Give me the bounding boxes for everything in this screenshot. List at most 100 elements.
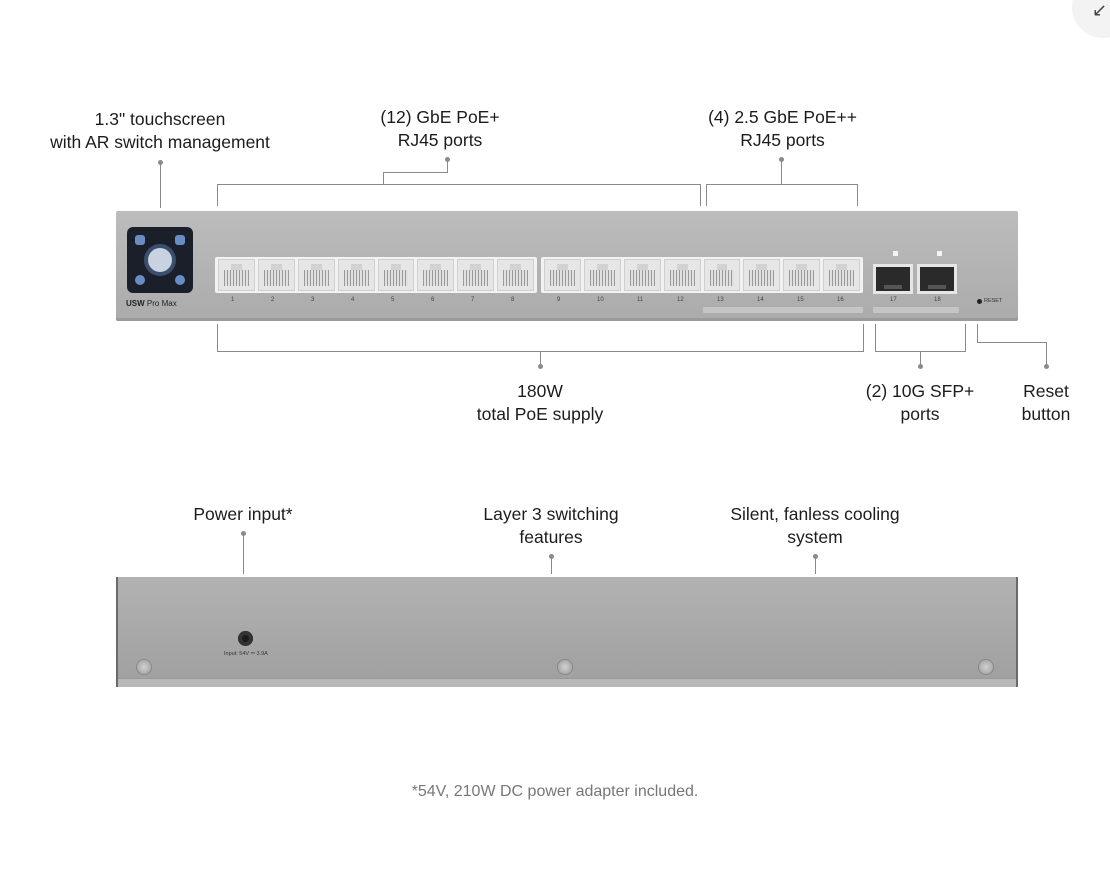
callout-dot-layer3 bbox=[549, 554, 554, 559]
rj45-port bbox=[297, 259, 335, 291]
callout-stem-poe-plus-plus bbox=[781, 160, 782, 184]
callout-stem-poe-supply bbox=[540, 351, 541, 365]
screen-device-icon bbox=[175, 235, 185, 245]
rj45-port bbox=[257, 259, 295, 291]
callout-dot-poe-plus-plus bbox=[779, 157, 784, 162]
label-layer3-line2: features bbox=[519, 527, 583, 547]
label-reset-line2: button bbox=[1021, 404, 1071, 424]
brand-model: Pro Max bbox=[146, 299, 177, 308]
label-cooling-line2: system bbox=[787, 527, 843, 547]
sfp-port bbox=[917, 264, 957, 294]
label-poe-plus-plus-line2: RJ45 ports bbox=[740, 130, 825, 150]
power-rating-label: Input: 54V ⎓ 3.9A bbox=[224, 651, 268, 657]
bracket-gbe-poe-right bbox=[700, 184, 701, 206]
callout-dot-poe-supply bbox=[538, 364, 543, 369]
callout-stem-gbe-poe bbox=[447, 160, 448, 172]
callout-stem-sfp bbox=[920, 351, 921, 365]
sfp-number: 17 bbox=[890, 297, 897, 303]
callout-link2-gbe-poe bbox=[383, 172, 384, 184]
label-gbe-poe-line2: RJ45 ports bbox=[397, 130, 483, 150]
sfp-led bbox=[937, 251, 942, 256]
port-number: 3 bbox=[311, 297, 315, 303]
port-number: 5 bbox=[391, 297, 395, 303]
rj45-port bbox=[497, 259, 534, 291]
bracket-sfp-left bbox=[875, 324, 876, 351]
screen-info-icon bbox=[135, 275, 145, 285]
bracket-poe-plus-plus bbox=[706, 184, 858, 185]
label-sfp-line1: (2) 10G SFP+ bbox=[865, 381, 975, 401]
label-cooling-line1: Silent, fanless cooling bbox=[730, 504, 900, 524]
sfp-number: 18 bbox=[934, 297, 941, 303]
collapse-arrow-icon: ↙ bbox=[1092, 0, 1108, 20]
callout-dot-gbe-poe bbox=[445, 157, 450, 162]
label-reset-line1: Reset bbox=[1023, 381, 1069, 401]
callout-dot-touchscreen bbox=[158, 160, 163, 165]
label-power-input-line1: Power input* bbox=[193, 504, 293, 524]
callout-dot-sfp bbox=[918, 364, 923, 369]
callout-reset-drop bbox=[977, 324, 978, 342]
bracket-poe-plus-plus-right bbox=[857, 184, 858, 206]
screen-center-icon bbox=[148, 248, 172, 272]
label-poe-supply-line2: total PoE supply bbox=[476, 404, 604, 424]
port-number: 7 bbox=[471, 297, 475, 303]
bracket-sfp-right bbox=[965, 324, 966, 351]
label-touchscreen-line1: 1.3" touchscreen bbox=[94, 109, 226, 129]
callout-line-cooling bbox=[815, 557, 816, 574]
port-number: 10 bbox=[597, 297, 604, 303]
rj45-port bbox=[457, 259, 495, 291]
label-layer3: Layer 3 switching features bbox=[451, 503, 651, 549]
port-number: 12 bbox=[677, 297, 684, 303]
rj45-port bbox=[583, 259, 621, 291]
bracket-gbe-poe bbox=[217, 184, 701, 185]
port-number: 16 bbox=[837, 297, 844, 303]
label-sfp: (2) 10G SFP+ ports bbox=[850, 380, 990, 426]
screw-icon bbox=[136, 659, 152, 675]
switch-back-panel: Input: 54V ⎓ 3.9A bbox=[116, 577, 1018, 687]
brand-label: USW Pro Max bbox=[126, 299, 177, 308]
port-group-1-8 bbox=[215, 257, 537, 293]
callout-dot-reset bbox=[1044, 364, 1049, 369]
label-poe-plus-plus: (4) 2.5 GbE PoE++ RJ45 ports bbox=[680, 106, 885, 152]
label-poe-plus-plus-line1: (4) 2.5 GbE PoE++ bbox=[708, 107, 857, 127]
reset-button[interactable] bbox=[977, 299, 982, 304]
power-jack-icon bbox=[238, 631, 253, 646]
port-number: 4 bbox=[351, 297, 355, 303]
label-poe-supply-line1: 180W bbox=[517, 381, 563, 401]
touchscreen[interactable] bbox=[127, 227, 193, 293]
port-number: 8 bbox=[511, 297, 515, 303]
rj45-port bbox=[663, 259, 701, 291]
callout-link-gbe-poe bbox=[383, 172, 448, 173]
rj45-port bbox=[544, 259, 581, 291]
rj45-port bbox=[823, 259, 860, 291]
port-number: 11 bbox=[637, 297, 644, 303]
port-number: 13 bbox=[717, 297, 724, 303]
label-reset: Reset button bbox=[1006, 380, 1086, 426]
callout-line-power-input bbox=[243, 534, 244, 574]
callout-line-layer3 bbox=[551, 557, 552, 574]
label-cooling: Silent, fanless cooling system bbox=[705, 503, 925, 549]
label-touchscreen-line2: with AR switch management bbox=[50, 132, 270, 152]
port-number: 2 bbox=[271, 297, 275, 303]
switch-front-panel: USW Pro Max 1 2 3 4 5 6 7 8 9 10 11 12 1… bbox=[116, 211, 1018, 321]
rj45-port bbox=[783, 259, 821, 291]
callout-dot-cooling bbox=[813, 554, 818, 559]
port-group-9-16 bbox=[541, 257, 863, 293]
bracket-poe-supply-left bbox=[217, 324, 218, 351]
rj45-port bbox=[377, 259, 415, 291]
label-power-input: Power input* bbox=[163, 503, 323, 526]
sfp-port bbox=[873, 264, 913, 294]
port-number: 1 bbox=[231, 297, 235, 303]
rj45-port bbox=[337, 259, 375, 291]
port-number: 6 bbox=[431, 297, 435, 303]
rj45-port bbox=[417, 259, 455, 291]
port-number: 9 bbox=[557, 297, 561, 303]
label-gbe-poe: (12) GbE PoE+ RJ45 ports bbox=[350, 106, 530, 152]
bracket-gbe-poe-left bbox=[217, 184, 218, 206]
callout-line-touchscreen bbox=[160, 163, 161, 208]
rj45-port bbox=[623, 259, 661, 291]
group-bar-2-5gbe bbox=[703, 307, 863, 313]
callout-reset-horizontal bbox=[977, 342, 1047, 343]
group-bar-sfp bbox=[873, 307, 959, 313]
reset-label: RESET bbox=[984, 298, 1003, 304]
port-number: 15 bbox=[797, 297, 804, 303]
